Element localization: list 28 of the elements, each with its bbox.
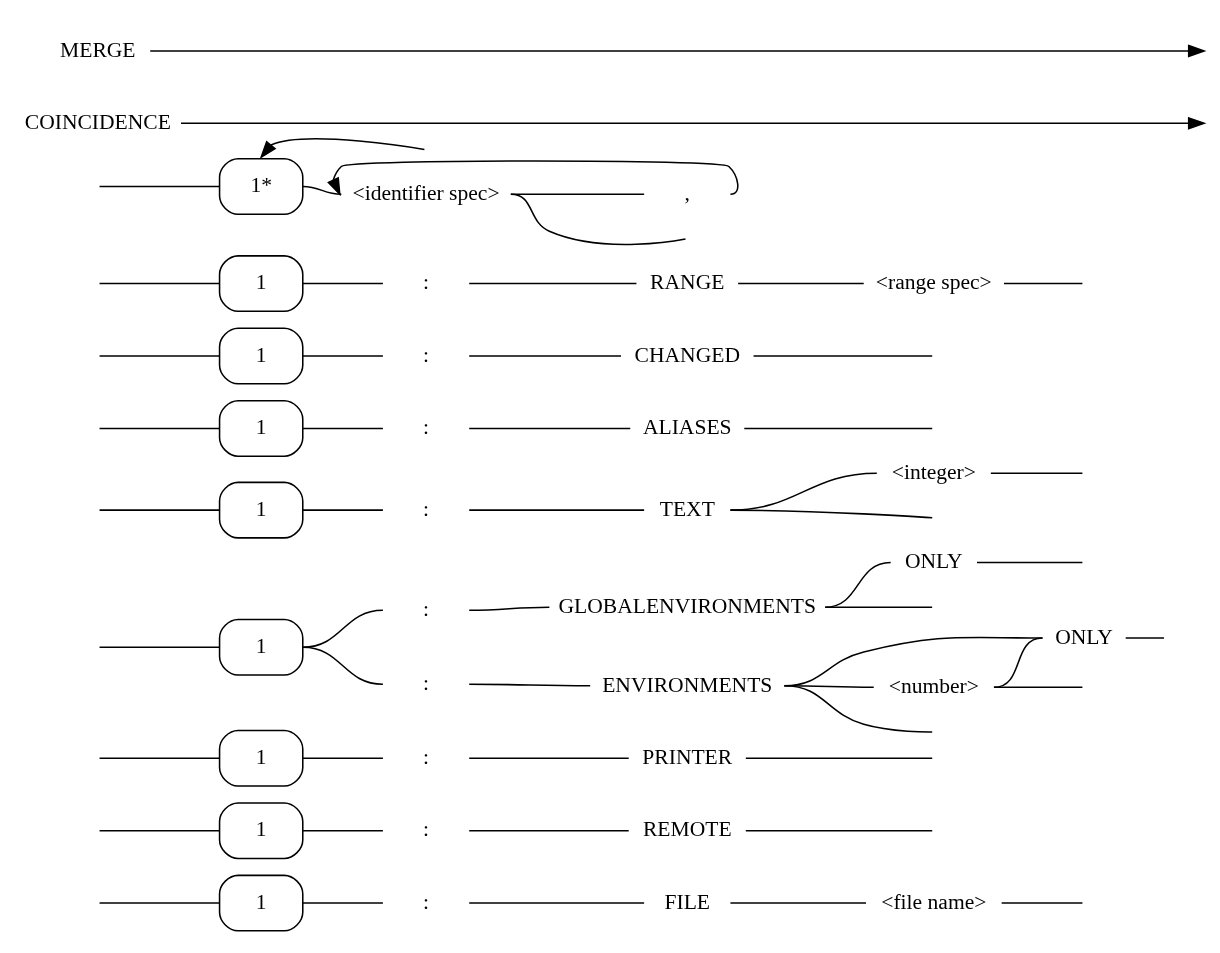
node-text: ,	[684, 180, 690, 205]
node-text: CHANGED	[634, 342, 740, 367]
node-text: TEXT	[659, 496, 715, 521]
node-text: :	[423, 342, 430, 367]
node-text: RANGE	[650, 269, 725, 294]
node-text: ENVIRONMENTS	[602, 672, 773, 697]
node-text: <identifier spec>	[352, 180, 500, 205]
node-text: :	[423, 414, 430, 439]
node-text: <file name>	[881, 889, 987, 914]
node-text: MERGE	[60, 37, 136, 62]
node-text: :	[423, 744, 430, 769]
node-text: <number>	[888, 673, 979, 698]
node-text: <integer>	[891, 459, 976, 484]
node-text: :	[423, 496, 430, 521]
node-text: :	[423, 670, 430, 695]
node-text: ALIASES	[642, 414, 732, 439]
node-text: :	[423, 269, 430, 294]
node-text: REMOTE	[642, 816, 732, 841]
node-text: :	[423, 889, 430, 914]
node-text: :	[423, 596, 430, 621]
node-text: :	[423, 816, 430, 841]
node-text: ONLY	[1055, 624, 1113, 649]
node-text: ONLY	[904, 548, 963, 573]
node-text: GLOBALENVIRONMENTS	[558, 593, 817, 618]
node-text: COINCIDENCE	[24, 109, 171, 134]
node-text: <range spec>	[875, 269, 992, 294]
node-text: FILE	[664, 889, 711, 914]
node-text: PRINTER	[642, 744, 733, 769]
